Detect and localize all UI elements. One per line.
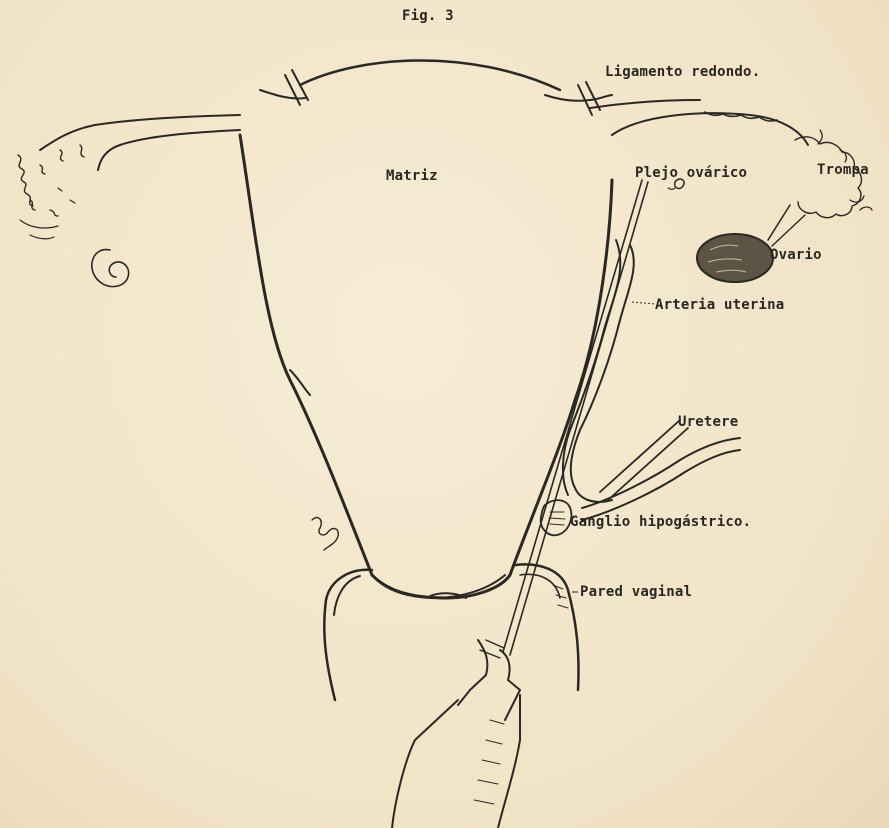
label-arteria: Arteria uterina: [655, 297, 784, 313]
label-uretere: Uretere: [678, 414, 738, 430]
label-pared: Pared vaginal: [580, 584, 692, 600]
ureter: [582, 420, 740, 520]
figure-caption: Fig. 3: [402, 8, 454, 24]
vaginal-wall: [324, 564, 578, 700]
label-ovario: Ovario: [770, 247, 822, 263]
label-matriz: Matriz: [386, 168, 438, 184]
right-round-ligament: [545, 82, 700, 115]
sketch-mark: [312, 518, 338, 550]
right-ovary: [697, 205, 805, 282]
label-plejo: Plejo ovárico: [635, 165, 747, 181]
label-trompa: Trompa: [817, 162, 869, 178]
left-adnexa: [18, 70, 308, 287]
hypogastric-ganglion: [541, 500, 572, 535]
syringe: [392, 640, 520, 828]
uterine-artery: [563, 240, 634, 502]
label-ganglio: Ganglio hipogástrico.: [570, 514, 751, 530]
uterus: [240, 60, 612, 598]
label-ligamento: Ligamento redondo.: [605, 64, 760, 80]
